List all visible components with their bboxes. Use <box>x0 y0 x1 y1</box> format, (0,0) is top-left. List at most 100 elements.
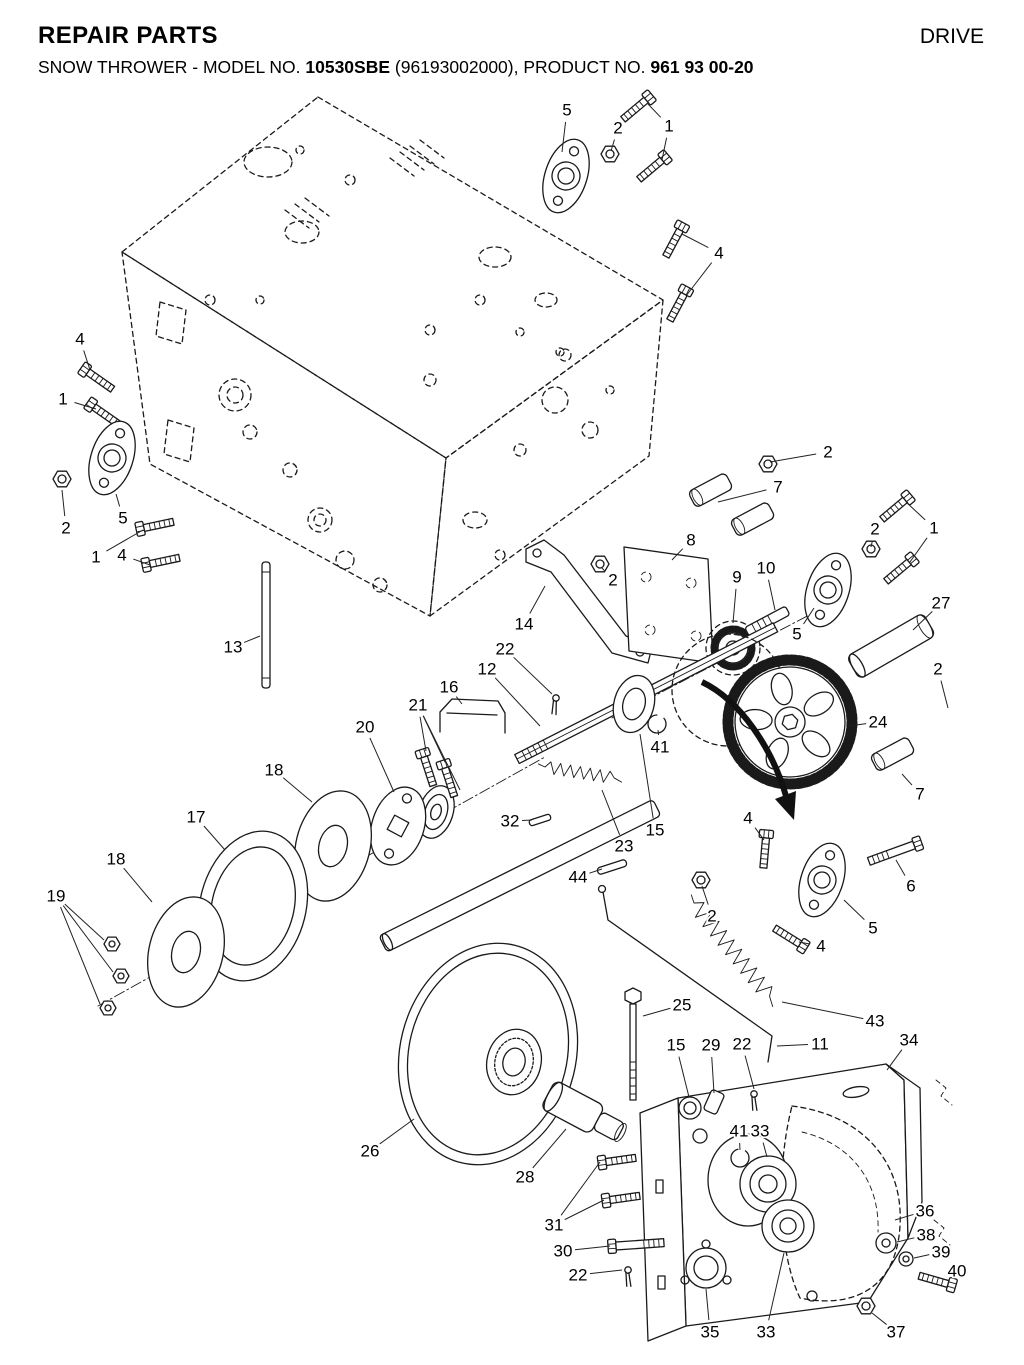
part-callout-28: 28 <box>516 1168 535 1187</box>
cotter-clip-22a <box>545 693 565 717</box>
leader-line-12 <box>494 677 541 727</box>
nut-2-plate <box>590 555 610 573</box>
bearing-flange-top <box>533 132 599 220</box>
leader-line-44 <box>589 868 603 874</box>
leader-line-6 <box>895 859 906 876</box>
right-flange-cluster <box>795 488 921 634</box>
leader-line-15 <box>678 1056 690 1098</box>
washer-19b <box>112 968 130 984</box>
leader-line-21 <box>419 716 427 752</box>
part-callout-2: 2 <box>61 519 70 538</box>
part-callout-32: 32 <box>501 812 520 831</box>
axle-tube <box>379 800 661 952</box>
model-number: 10530SBE <box>305 57 391 77</box>
bearing-33a <box>739 1155 797 1213</box>
callout-leaders <box>60 103 949 1325</box>
leader-line-39 <box>913 1254 930 1259</box>
leader-line-4 <box>754 827 765 841</box>
leader-line-5 <box>803 607 815 625</box>
belt-cover-36 <box>780 1105 901 1302</box>
part-callout-22: 22 <box>569 1266 588 1285</box>
leader-line-24 <box>848 723 867 727</box>
cotter-clip-22c <box>620 1265 637 1288</box>
part-callout-43: 43 <box>866 1012 885 1031</box>
washer-39 <box>898 1251 914 1267</box>
part-callout-2: 2 <box>707 907 716 926</box>
pin-44 <box>596 859 628 875</box>
product-number: 961 93 00-20 <box>650 57 754 77</box>
leader-line-22 <box>589 1269 623 1275</box>
leader-line-17 <box>203 825 226 851</box>
spacer-7a <box>687 471 734 509</box>
part-callout-41: 41 <box>730 1122 749 1141</box>
washer-19c <box>99 1000 117 1016</box>
leader-line-33 <box>768 1252 785 1321</box>
leader-line-19 <box>64 903 105 941</box>
leader-line-30 <box>574 1245 611 1251</box>
leader-line-21 <box>422 715 461 791</box>
part-callout-17: 17 <box>187 808 206 827</box>
part-callout-2: 2 <box>933 660 942 679</box>
leader-line-26 <box>379 1118 415 1145</box>
shaft-bracket-16 <box>439 698 506 734</box>
part-callout-35: 35 <box>701 1323 720 1342</box>
part-callout-41: 41 <box>651 738 670 757</box>
leader-line-35 <box>705 1288 710 1321</box>
part-callout-40: 40 <box>948 1262 967 1281</box>
leader-line-1 <box>74 402 97 410</box>
leader-line-9 <box>732 588 737 624</box>
part-callout-26: 26 <box>361 1142 380 1161</box>
part-callout-25: 25 <box>673 996 692 1015</box>
part-callout-2: 2 <box>608 571 617 590</box>
part-callout-4: 4 <box>743 809 752 828</box>
part-callout-2: 2 <box>613 119 622 138</box>
leader-line-1 <box>106 529 144 552</box>
left-flange-cluster <box>52 361 182 574</box>
part-callout-37: 37 <box>887 1323 906 1342</box>
leader-line-18 <box>282 777 313 803</box>
part-callout-21: 21 <box>409 696 428 715</box>
bearing-33b <box>761 1199 815 1253</box>
part-callout-4: 4 <box>75 330 84 349</box>
part-callout-33: 33 <box>751 1122 770 1141</box>
leader-line-1 <box>647 103 662 118</box>
leader-line-29 <box>711 1056 715 1094</box>
model-line-middle: (96193002000), PRODUCT NO. <box>390 57 651 77</box>
leader-line-1 <box>661 137 668 161</box>
bottom-right-flange-cluster <box>691 828 925 955</box>
part-callout-15: 15 <box>646 821 665 840</box>
part-callout-16: 16 <box>440 678 459 697</box>
part-callout-7: 7 <box>773 478 782 497</box>
bearing-15-lower <box>678 1096 702 1120</box>
part-callout-24: 24 <box>869 713 888 732</box>
drive-gear-24 <box>722 654 858 790</box>
shift-rod-11 <box>597 884 773 1063</box>
leader-line-33 <box>762 1142 768 1158</box>
part-callout-39: 39 <box>932 1243 951 1262</box>
leader-line-2 <box>610 139 615 152</box>
part-callout-4: 4 <box>714 244 723 263</box>
pin-32 <box>528 813 552 827</box>
bolt-4b <box>663 283 695 325</box>
part-callout-44: 44 <box>569 868 588 887</box>
pulley-flange <box>369 786 427 866</box>
part-callout-1: 1 <box>91 548 100 567</box>
friction-plate-18-right <box>293 790 373 902</box>
bolt-6 <box>865 835 925 869</box>
part-callout-22: 22 <box>496 640 515 659</box>
part-callout-33: 33 <box>757 1323 776 1342</box>
bolt-31a <box>596 1150 638 1171</box>
hub-sleeve-28 <box>542 1081 627 1142</box>
bolt-1b <box>633 148 674 186</box>
washer-19a <box>103 936 121 952</box>
bolt-4a <box>659 219 691 261</box>
snap-ring-41-upper <box>647 714 667 734</box>
part-callout-34: 34 <box>900 1031 919 1050</box>
part-callout-10: 10 <box>757 559 776 578</box>
leader-line-11 <box>776 1044 809 1047</box>
leader-line-22 <box>744 1055 755 1090</box>
leader-line-19 <box>60 906 101 1005</box>
leader-line-31 <box>560 1161 601 1216</box>
bearing-flange-left <box>79 414 145 502</box>
